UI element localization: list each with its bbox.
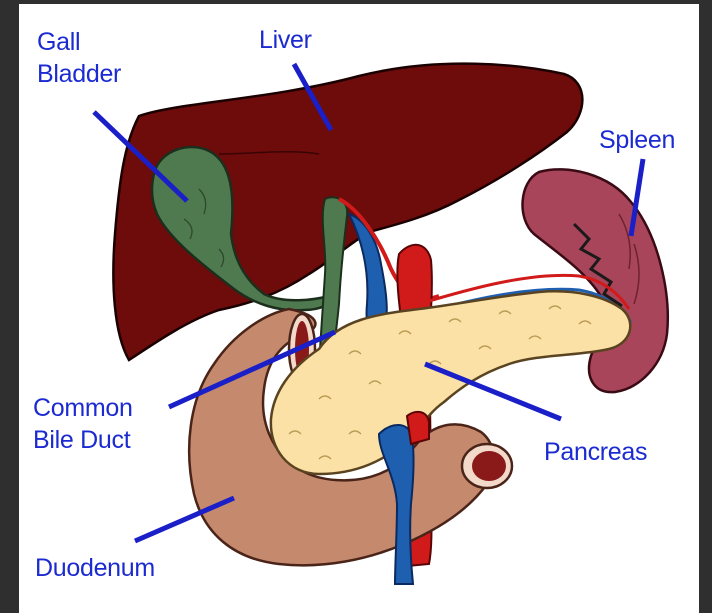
duodenum-end-lumen — [472, 451, 506, 481]
label-common-bile-duct-line1: Common — [33, 392, 133, 424]
label-pancreas: Pancreas — [544, 436, 647, 468]
mesenteric-artery — [407, 412, 429, 444]
digestive-organs-diagram — [19, 4, 699, 613]
label-gall-bladder-line2: Bladder — [37, 58, 121, 90]
label-gall-bladder-line1: Gall — [37, 26, 121, 58]
label-duodenum: Duodenum — [35, 552, 155, 584]
label-common-bile-duct-line2: Bile Duct — [33, 424, 133, 456]
label-spleen: Spleen — [599, 124, 675, 156]
label-common-bile-duct: Common Bile Duct — [33, 392, 133, 456]
label-liver: Liver — [259, 24, 312, 56]
label-gall-bladder: Gall Bladder — [37, 26, 121, 90]
diagram-panel: Gall Bladder Liver Spleen Common Bile Du… — [19, 4, 699, 613]
